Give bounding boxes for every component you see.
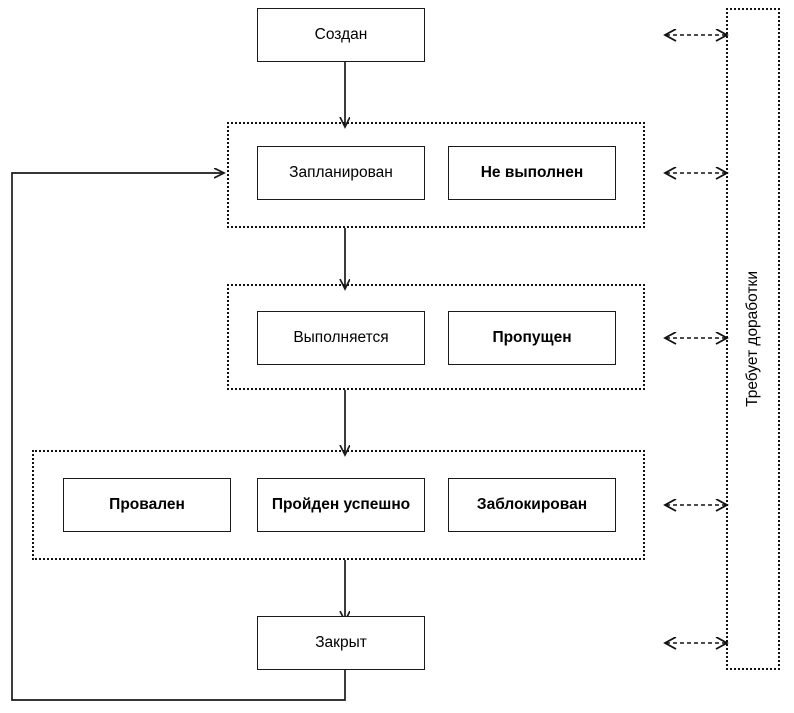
state-node-blocked[interactable]: Заблокирован <box>448 478 616 532</box>
group-running-container <box>227 284 645 390</box>
state-node-failed[interactable]: Провален <box>63 478 231 532</box>
rework-label: Требует доработки <box>744 271 761 407</box>
state-node-running[interactable]: Выполняется <box>257 311 425 365</box>
group-result-container <box>32 450 645 560</box>
state-node-created[interactable]: Создан <box>257 8 425 62</box>
state-node-planned[interactable]: Запланирован <box>257 146 425 200</box>
state-node-skipped[interactable]: Пропущен <box>448 311 616 365</box>
state-node-closed[interactable]: Закрыт <box>257 616 425 670</box>
state-node-not-done[interactable]: Не выполнен <box>448 146 616 200</box>
rework-container[interactable]: Требует доработки <box>726 8 780 670</box>
state-node-passed[interactable]: Пройден успешно <box>257 478 425 532</box>
group-planned-container <box>227 122 645 228</box>
arrow-closed-to-planned-loop <box>11 173 346 701</box>
